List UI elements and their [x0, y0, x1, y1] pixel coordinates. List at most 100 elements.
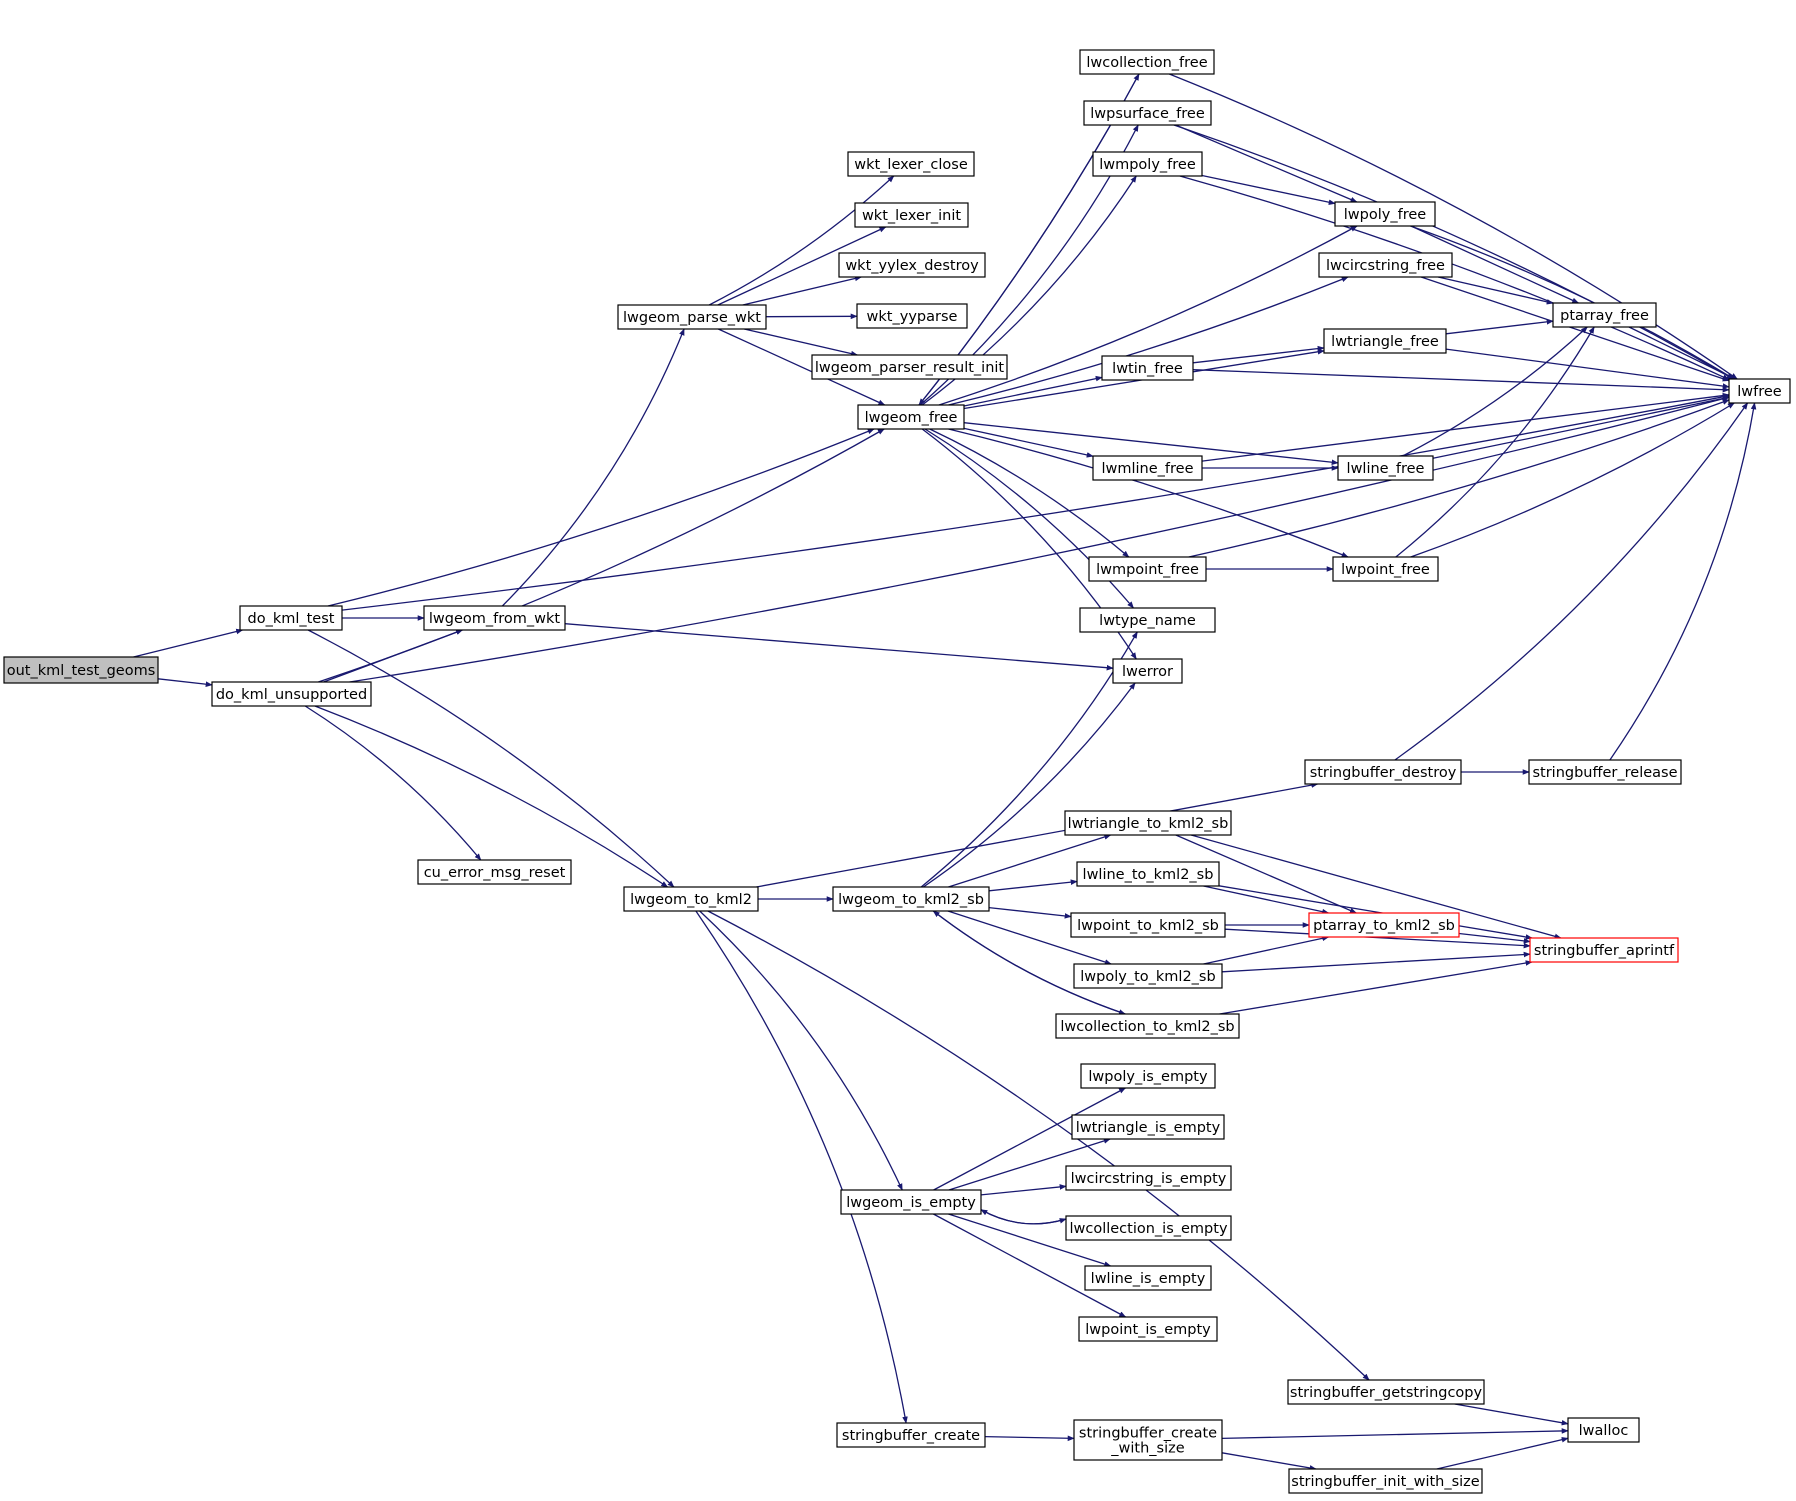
- node-lwpsurface-free[interactable]: lwpsurface_free: [1083, 100, 1212, 126]
- node-lwline-is-empty[interactable]: lwline_is_empty: [1084, 1265, 1212, 1291]
- node-do-kml-unsupported[interactable]: do_kml_unsupported: [211, 681, 372, 707]
- node-wkt-yyparse[interactable]: wkt_yyparse: [856, 303, 968, 329]
- node-lwpoly-free[interactable]: lwpoly_free: [1334, 201, 1436, 227]
- node-lwgeom-free[interactable]: lwgeom_free: [857, 404, 965, 430]
- node-box: [1079, 607, 1216, 633]
- edge-do_kml_test-to-lwgeom_free: [327, 428, 875, 607]
- node-lwcollection-to-kml2-sb[interactable]: lwcollection_to_kml2_sb: [1055, 1013, 1240, 1039]
- node-lwpoly-is-empty[interactable]: lwpoly_is_empty: [1080, 1063, 1216, 1089]
- edge-lwline_to_kml2_sb-to-ptarray_to_kml2_sb: [1203, 885, 1330, 915]
- edge-lwgeom_to_kml2-to-stringbuffer_create: [695, 910, 908, 1424]
- node-box: [1073, 1419, 1223, 1461]
- node-lwerror[interactable]: lwerror: [1112, 658, 1183, 684]
- edge-path: [1402, 326, 1588, 457]
- edge-path: [948, 276, 1349, 406]
- node-lwline-to-kml2-sb[interactable]: lwline_to_kml2_sb: [1076, 861, 1220, 887]
- node-wkt-lexer-close[interactable]: wkt_lexer_close: [847, 151, 975, 177]
- node-stringbuffer-getstringcopy[interactable]: stringbuffer_getstringcopy: [1287, 1379, 1485, 1405]
- node-lwgeom-is-empty[interactable]: lwgeom_is_empty: [840, 1189, 982, 1215]
- node-box: [1304, 759, 1462, 785]
- edge-path: [1169, 73, 1738, 380]
- edge-lwgeom_to_kml2_sb-to-lwtriangle_to_kml2_sb: [948, 834, 1112, 888]
- node-stringbuffer-destroy[interactable]: stringbuffer_destroy: [1304, 759, 1462, 785]
- node-lwgeom-to-kml2[interactable]: lwgeom_to_kml2: [623, 886, 759, 912]
- node-lwtriangle-is-empty[interactable]: lwtriangle_is_empty: [1071, 1114, 1225, 1140]
- node-lwgeom-from-wkt[interactable]: lwgeom_from_wkt: [423, 605, 566, 631]
- edge-lwgeom_to_kml2_sb-to-lwtype_name: [920, 631, 1138, 888]
- node-label: lwpsurface_free: [1090, 106, 1205, 122]
- node-lwpoint-free[interactable]: lwpoint_free: [1332, 556, 1439, 582]
- node-label: lwline_is_empty: [1091, 1271, 1206, 1287]
- node-stringbuffer-init-with-size[interactable]: stringbuffer_init_with_size: [1288, 1468, 1483, 1494]
- node-lwpoly-to-kml2-sb[interactable]: lwpoly_to_kml2_sb: [1073, 963, 1223, 989]
- node-label: lwpoly_free: [1344, 207, 1426, 223]
- edge-lwgeom_free-to-lwmpoint_free: [929, 428, 1130, 558]
- edge-path: [929, 428, 1130, 558]
- node-lwtin-free[interactable]: lwtin_free: [1101, 355, 1194, 381]
- node-lwalloc[interactable]: lwalloc: [1567, 1417, 1640, 1443]
- node-ptarray-free[interactable]: ptarray_free: [1552, 302, 1657, 328]
- node-lwpoint-to-kml2-sb[interactable]: lwpoint_to_kml2_sb: [1070, 912, 1226, 938]
- edge-stringbuffer_init_with_size-to-lwalloc: [1436, 1437, 1569, 1470]
- edge-path: [1609, 402, 1757, 761]
- node-lwline-free[interactable]: lwline_free: [1337, 455, 1434, 481]
- node-lwcollection-is-empty[interactable]: lwcollection_is_empty: [1065, 1215, 1232, 1241]
- edge-lwcollection_is_empty-to-lwgeom_is_empty: [980, 1209, 1067, 1225]
- edge-do_kml_test-to-lwfree: [341, 394, 1730, 611]
- node-label: lwcollection_is_empty: [1069, 1221, 1227, 1237]
- node-stringbuffer-create-with-size[interactable]: stringbuffer_create_with_size: [1073, 1419, 1223, 1461]
- node-lwgeom-to-kml2-sb[interactable]: lwgeom_to_kml2_sb: [832, 886, 990, 912]
- edge-path: [327, 428, 875, 607]
- node-lwpoint-is-empty[interactable]: lwpoint_is_empty: [1078, 1316, 1218, 1342]
- edge-lwpoly_free-to-lwfree: [1410, 225, 1735, 380]
- node-label: lwcollection_to_kml2_sb: [1060, 1019, 1234, 1035]
- edge-path: [948, 834, 1112, 888]
- edge-path: [699, 910, 903, 1191]
- edge-path: [963, 422, 1339, 466]
- node-label: lwtype_name: [1099, 613, 1196, 629]
- node-lwfree[interactable]: lwfree: [1728, 378, 1791, 404]
- node-stringbuffer-aprintf[interactable]: stringbuffer_aprintf: [1529, 937, 1679, 963]
- edge-path: [980, 1184, 1067, 1196]
- node-lwcircstring-is-empty[interactable]: lwcircstring_is_empty: [1065, 1165, 1232, 1191]
- node-lwcircstring-free[interactable]: lwcircstring_free: [1318, 252, 1453, 278]
- node-box: [417, 859, 572, 885]
- node-box: [1071, 1114, 1225, 1140]
- node-lwgeom-parser-result-init[interactable]: lwgeom_parser_result_init: [811, 354, 1008, 380]
- node-box: [1076, 861, 1220, 887]
- edge-path: [988, 879, 1078, 892]
- node-box: [1079, 49, 1215, 75]
- node-do-kml-test[interactable]: do_kml_test: [239, 605, 343, 631]
- edge-lwgeom_parse_wkt-to-lwgeom_parser_result_init: [744, 328, 858, 357]
- edge-lwtin_free-to-lwtriangle_free: [1192, 345, 1325, 364]
- node-lwtriangle-free[interactable]: lwtriangle_free: [1323, 328, 1447, 354]
- edge-path: [963, 427, 1094, 458]
- node-box: [1337, 455, 1434, 481]
- node-label: wkt_lexer_close: [854, 157, 968, 173]
- node-label: lwtriangle_free: [1331, 334, 1439, 350]
- node-lwgeom-parse-wkt[interactable]: lwgeom_parse_wkt: [617, 304, 767, 330]
- edge-path: [1221, 1428, 1569, 1440]
- node-lwtype-name[interactable]: lwtype_name: [1079, 607, 1216, 633]
- node-stringbuffer-release[interactable]: stringbuffer_release: [1528, 759, 1682, 785]
- node-lwcollection-free[interactable]: lwcollection_free: [1079, 49, 1215, 75]
- node-wkt-lexer-init[interactable]: wkt_lexer_init: [854, 202, 969, 228]
- node-out-kml-test-geoms[interactable]: out_kml_test_geoms: [3, 656, 159, 684]
- node-lwmline-free[interactable]: lwmline_free: [1092, 455, 1203, 481]
- node-stringbuffer-create[interactable]: stringbuffer_create: [836, 1422, 986, 1448]
- node-label: stringbuffer_aprintf: [1534, 943, 1675, 959]
- node-cu-error-msg-reset[interactable]: cu_error_msg_reset: [417, 859, 572, 885]
- edge-lwmpoly_free-to-lwpoly_free: [1201, 174, 1336, 205]
- node-lwmpoly-free[interactable]: lwmpoly_free: [1092, 151, 1203, 177]
- node-ptarray-to-kml2-sb[interactable]: ptarray_to_kml2_sb: [1308, 912, 1460, 938]
- node-lwmpoint-free[interactable]: lwmpoint_free: [1088, 556, 1207, 582]
- node-wkt-yylex-destroy[interactable]: wkt_yylex_destroy: [838, 252, 986, 278]
- edge-lwtin_free-to-lwfree: [1192, 369, 1730, 393]
- node-lwtriangle-to-kml2-sb[interactable]: lwtriangle_to_kml2_sb: [1064, 810, 1232, 836]
- node-label: lwmpoly_free: [1099, 157, 1196, 173]
- node-box: [836, 1422, 986, 1448]
- edge-lwtriangle_to_kml2_sb-to-stringbuffer_aprintf: [1190, 834, 1562, 940]
- node-box: [1528, 759, 1682, 785]
- edge-path: [948, 428, 1349, 558]
- node-box: [1055, 1013, 1240, 1039]
